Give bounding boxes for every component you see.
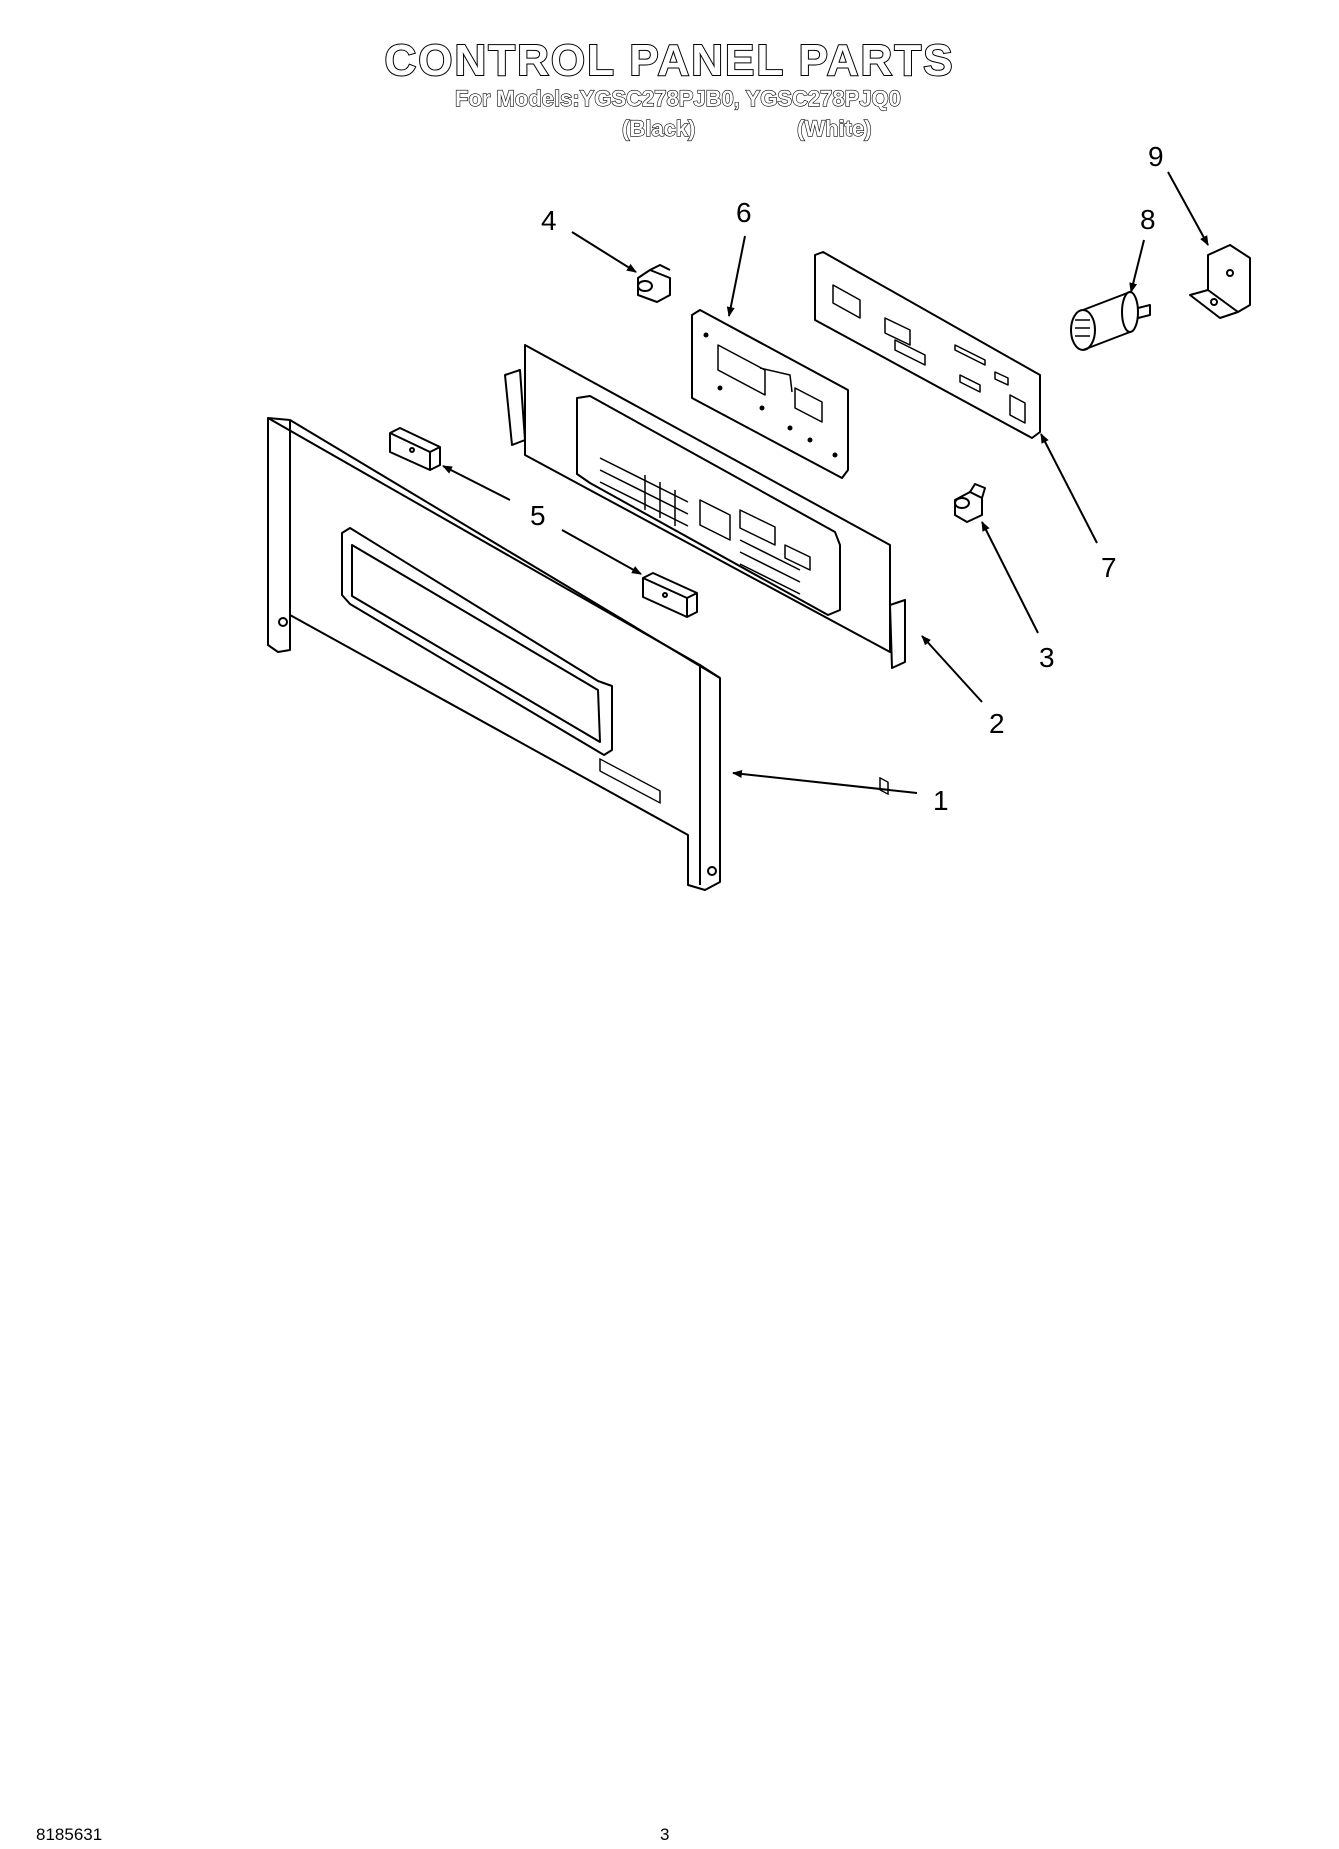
callout-5: 5: [530, 500, 546, 531]
page-title: CONTROL PANEL PARTS: [383, 35, 955, 86]
callout-9: 9: [1148, 141, 1164, 172]
document-number: 8185631: [36, 1825, 103, 1844]
callout-1: 1: [933, 785, 949, 816]
variant-white-label: (White): [796, 115, 872, 141]
callout-4: 4: [541, 205, 557, 236]
callout-8: 8: [1140, 204, 1156, 235]
part-7-control-board: [814, 251, 1041, 796]
leader-7: [1040, 433, 1098, 544]
part-5-bracket-left: [389, 427, 441, 471]
leader-4: [571, 231, 637, 273]
part-5-bracket-right: [642, 572, 698, 618]
callout-2: 2: [989, 708, 1005, 739]
part-2-control-panel: [504, 344, 906, 804]
part-8-connector: [1070, 291, 1151, 351]
part-3-spacer: [954, 483, 986, 523]
leader-1: [732, 769, 918, 794]
callout-3: 3: [1039, 642, 1055, 673]
leader-2: [921, 635, 983, 703]
variant-black-label: (Black): [621, 115, 696, 141]
leader-8: [1129, 239, 1145, 293]
leader-3: [981, 521, 1039, 634]
leader-5a: [442, 465, 511, 501]
part-1-console-frame: [267, 417, 721, 891]
models-line: For Models:YGSC278PJB0, YGSC278PJQ0: [454, 85, 901, 111]
part-4-spacer: [637, 264, 671, 303]
callout-7: 7: [1101, 552, 1117, 583]
leader-9: [1167, 171, 1209, 246]
leader-5b: [561, 529, 642, 575]
callout-6: 6: [736, 197, 752, 228]
leader-lines: [442, 171, 1209, 794]
page-number: 3: [660, 1825, 670, 1844]
part-9-mounting-bracket: [1189, 244, 1251, 319]
part-6-membrane: [691, 309, 849, 479]
leader-6: [726, 235, 746, 317]
